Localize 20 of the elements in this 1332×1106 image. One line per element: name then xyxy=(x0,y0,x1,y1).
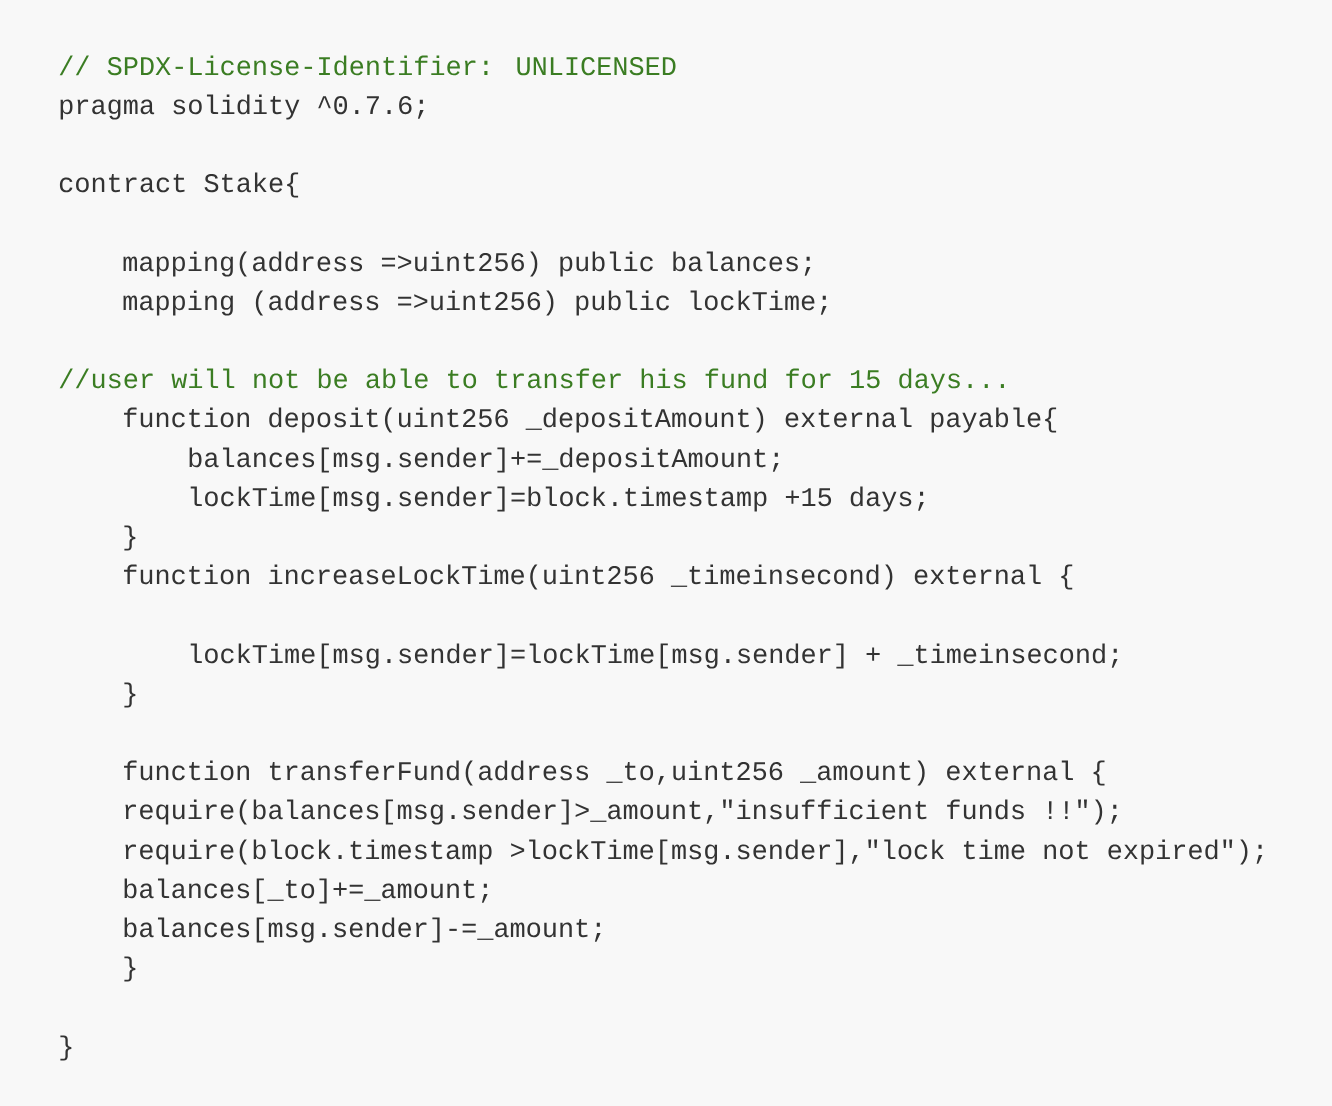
code-line: require(block.timestamp >lockTime[msg.sender],"lock time not expired"); xyxy=(125,839,1263,865)
code-line: balances[msg.sender]-=_amount; xyxy=(124,917,601,943)
code-line: pragma solidity ^0.7.6; xyxy=(60,94,424,120)
code-line: function increaseLockTime(uint256 _timeinsecond) external { xyxy=(124,564,1073,590)
code-comment: // SPDX-License-Identifier: UNLICENSED xyxy=(59,55,676,76)
code-line: balances[_to]+=_amount; xyxy=(124,878,488,904)
code-line: mapping (address =>uint256) public lockTime; xyxy=(123,290,827,316)
code-line: } xyxy=(124,525,136,551)
code-line: } xyxy=(124,682,136,708)
code-line: mapping(address =>uint256) public balances; xyxy=(123,251,811,277)
code-line: contract Stake{ xyxy=(59,172,299,198)
code-line: lockTime[msg.sender]=block.timestamp +15 days; xyxy=(190,486,924,512)
code-line: balances[msg.sender]+=_depositAmount; xyxy=(189,447,779,473)
code-line: function transferFund(address _to,uint256 _amount) external { xyxy=(124,760,1105,786)
code-line: require(balances[msg.sender]>_amount,"insufficient funds !!"); xyxy=(125,799,1118,825)
code-line: lockTime[msg.sender]=lockTime[msg.sender] + _timeinsecond; xyxy=(190,643,1118,669)
code-line: } xyxy=(60,1035,72,1061)
code-comment: //user will not be able to transfer his fund for 15 days... xyxy=(59,368,1004,394)
code-line: function deposit(uint256 _depositAmount) external payable{ xyxy=(124,407,1057,433)
code-line: } xyxy=(124,956,136,982)
